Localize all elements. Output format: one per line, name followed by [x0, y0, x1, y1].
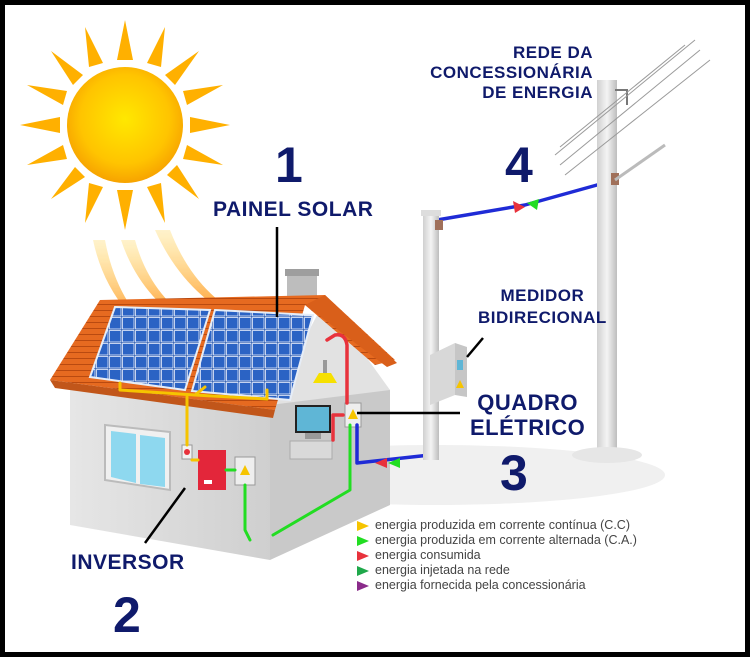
rede-label-line-1: REDE DA — [512, 43, 593, 62]
component-number-2: 2 — [113, 587, 141, 643]
label-rede-concessionaria: REDE DA CONCESSIONÁRIA DE ENERGIA — [403, 43, 593, 103]
flow-arrows — [375, 199, 539, 468]
legend-text: energia injetada na rede — [375, 563, 510, 577]
legend-item-ac: energia produzida em corrente alternada … — [357, 533, 637, 548]
green-triangle-icon — [357, 535, 369, 546]
rede-label-line-3: DE ENERGIA — [482, 83, 593, 102]
label-inversor: INVERSOR — [71, 551, 185, 574]
legend-text: energia fornecida pela concessionária — [375, 578, 586, 592]
label-quadro-eletrico: QUADRO ELÉTRICO — [470, 390, 585, 440]
component-number-1: 1 — [275, 137, 303, 193]
component-number-4: 4 — [505, 137, 533, 193]
meter-label-line-1: MEDIDOR — [500, 286, 585, 305]
legend-item-consumed: energia consumida — [357, 548, 637, 563]
solar-panel-right — [190, 308, 315, 402]
house — [50, 269, 397, 560]
legend-item-dc: energia produzida em corrente contínua (… — [357, 518, 637, 533]
solar-system-diagram: 1 PAINEL SOLAR INVERSOR 2 MEDIDOR BIDIRE… — [5, 5, 745, 652]
legend: energia produzida em corrente contínua (… — [357, 518, 637, 593]
label-medidor-bidirecional: MEDIDOR BIDIRECIONAL — [478, 285, 607, 329]
rede-label-line-2: CONCESSIONÁRIA — [430, 63, 593, 82]
legend-text: energia consumida — [375, 548, 481, 562]
sun-icon — [20, 20, 230, 230]
utility-pole-right — [572, 80, 642, 463]
illustration — [20, 20, 711, 560]
utility-pole-left — [421, 210, 443, 460]
label-painel-solar: PAINEL SOLAR — [213, 198, 374, 221]
quadro-label-line-1: QUADRO — [477, 390, 578, 415]
meter-label-line-2: BIDIRECIONAL — [478, 308, 607, 327]
legend-text: energia produzida em corrente contínua (… — [375, 518, 630, 532]
legend-text: energia produzida em corrente alternada … — [375, 533, 637, 547]
component-number-3: 3 — [500, 445, 528, 501]
quadro-label-line-2: ELÉTRICO — [470, 415, 586, 440]
power-lines — [554, 39, 711, 176]
solar-panel-left — [88, 305, 212, 392]
purple-triangle-icon — [357, 580, 369, 591]
green-blue-triangle-icon — [357, 565, 369, 576]
legend-item-supplied: energia fornecida pela concessionária — [357, 578, 637, 593]
electricity-meter — [430, 343, 467, 405]
yellow-triangle-icon — [357, 520, 369, 531]
callout-lines — [143, 227, 484, 544]
legend-item-injected: energia injetada na rede — [357, 563, 637, 578]
red-triangle-icon — [357, 550, 369, 561]
